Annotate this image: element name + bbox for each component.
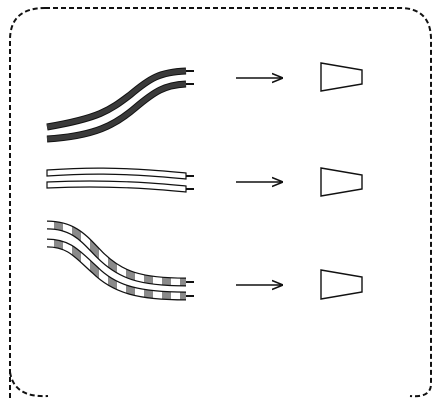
dashed-frame-bottom xyxy=(9,371,49,398)
cable-wire-upper-fill xyxy=(46,68,187,130)
connector-trapezoid xyxy=(320,167,363,197)
cable-row-2 xyxy=(46,167,363,197)
cable-wire-upper xyxy=(46,221,187,286)
connector-trapezoid xyxy=(320,62,363,92)
cable-wire-lower-fill xyxy=(46,81,187,142)
cable-row-1 xyxy=(46,62,363,143)
dashed-frame xyxy=(9,7,432,398)
cable-wire-lower xyxy=(46,80,187,143)
cable-wire-upper xyxy=(46,167,187,180)
cable-wire-lower xyxy=(46,180,187,193)
cable-row-3 xyxy=(46,220,363,301)
cable-wire-lower xyxy=(46,239,187,300)
connector-trapezoid xyxy=(320,269,363,300)
cable-wire-upper-outline xyxy=(46,220,187,287)
